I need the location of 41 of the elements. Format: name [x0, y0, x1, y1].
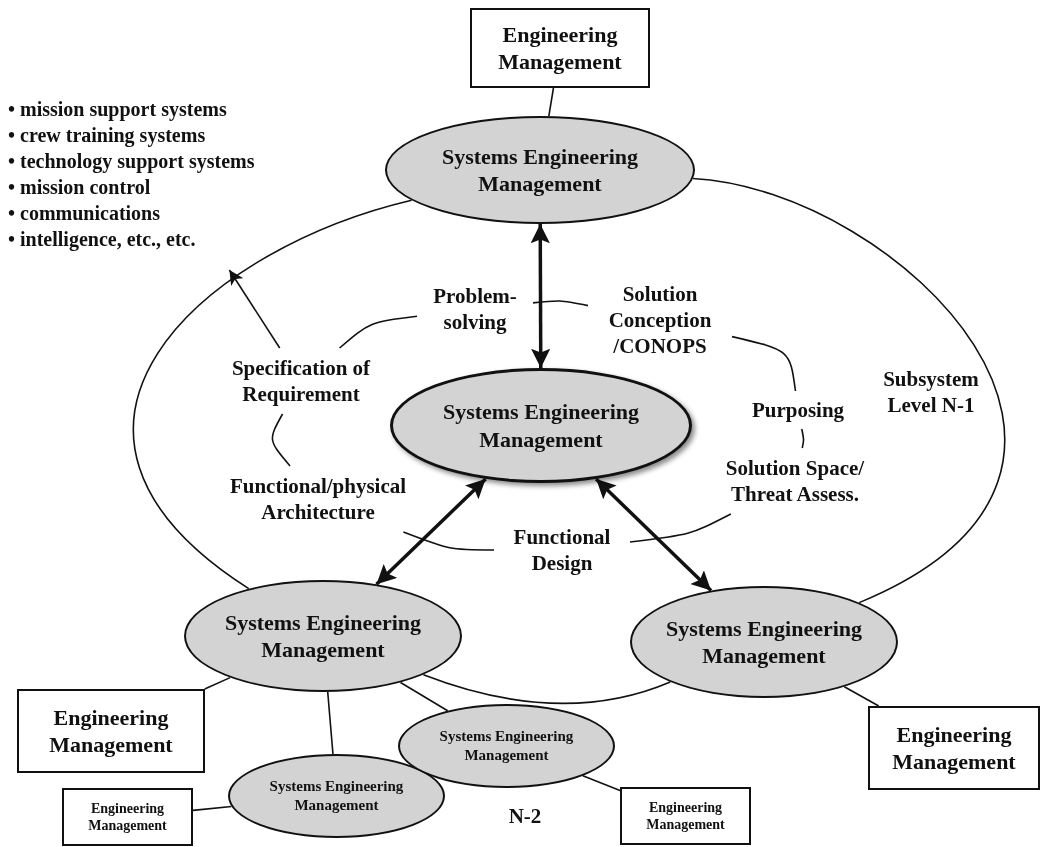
list-item: • mission support systems [8, 97, 228, 122]
arrow [228, 269, 281, 349]
connector-line [801, 428, 805, 449]
double-arrow [530, 224, 551, 368]
connector-line [731, 335, 797, 392]
stage-label: Solution Space/ Threat Assess. [704, 452, 886, 510]
level-label: N-2 [507, 803, 543, 830]
stage-label: Problem-solving [421, 280, 529, 338]
level-label: Subsystem Level N-1 [882, 366, 980, 419]
connector-line [582, 775, 621, 792]
management-box: Engineering Management [470, 8, 650, 88]
connector-line [326, 691, 334, 755]
connector-line [399, 681, 449, 712]
double-arrow [594, 477, 713, 592]
stage-label: Functional Design [498, 520, 626, 580]
list-item: • crew training systems [8, 123, 207, 148]
management-box: Engineering Management [62, 788, 193, 846]
connector-line [271, 413, 291, 467]
stage-label: Solution Conception /CONOPS [592, 278, 728, 362]
ellipse-node: Systems Engineering Management [228, 754, 445, 838]
management-box: Engineering Management [17, 689, 205, 773]
list-item: • intelligence, etc., etc. [8, 227, 197, 252]
ellipse-node: Systems Engineering Management [184, 580, 462, 692]
management-box: Engineering Management [868, 706, 1040, 790]
connector-line [629, 513, 732, 543]
stage-label: Purposing [736, 395, 860, 425]
connector-line [548, 87, 555, 117]
ellipse-node: Systems Engineering Management [385, 116, 695, 224]
list-item: • communications [8, 201, 161, 226]
ellipse-node: Systems Engineering Management [630, 586, 898, 698]
connector-line [203, 676, 231, 690]
connector-line [402, 531, 495, 551]
connector-line [532, 300, 589, 307]
management-box: Engineering Management [620, 787, 751, 845]
list-item: • technology support systems [8, 149, 256, 174]
connector-line [843, 686, 880, 707]
connector-line [422, 673, 672, 705]
connector-line [338, 315, 418, 349]
list-item: • mission control [8, 175, 152, 200]
double-arrow [375, 477, 487, 586]
connector-line [132, 199, 413, 590]
